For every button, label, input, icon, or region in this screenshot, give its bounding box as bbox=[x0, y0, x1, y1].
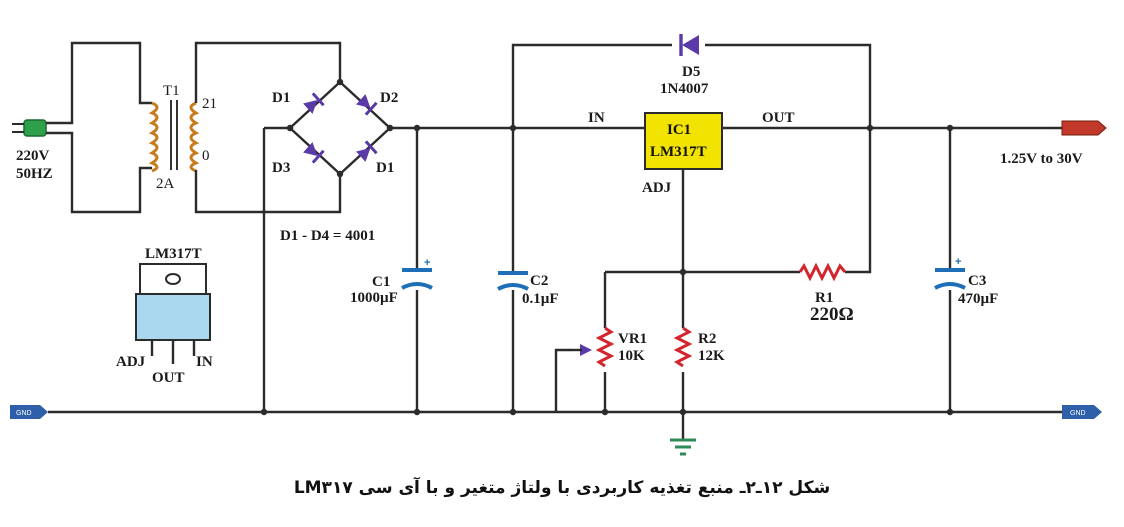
diode-d3 bbox=[303, 142, 325, 164]
d2-label: D2 bbox=[380, 90, 398, 106]
gnd-right-label: GND bbox=[1070, 410, 1086, 417]
vr1-wire bbox=[554, 272, 607, 412]
adj-wire bbox=[605, 128, 872, 274]
gnd-tag-right bbox=[1062, 405, 1102, 419]
vr1-value: 10K bbox=[618, 348, 645, 364]
diode-d5 bbox=[679, 34, 699, 56]
primary-wire bbox=[46, 41, 152, 214]
package-in-label: IN bbox=[196, 354, 213, 370]
mains-frequency: 50HZ bbox=[16, 166, 53, 182]
ic-adj-label: ADJ bbox=[642, 180, 672, 196]
c2-label: C2 bbox=[530, 273, 548, 289]
transformer-t1 bbox=[148, 100, 200, 173]
ic-out-label: OUT bbox=[762, 110, 795, 126]
bridge-rectifier bbox=[262, 80, 392, 412]
capacitor-c2 bbox=[497, 271, 529, 291]
t1-tap-mid: 0 bbox=[202, 148, 210, 164]
output-terminal-tag bbox=[1061, 120, 1107, 136]
figure-caption: شکل ۱۲ـ۲ـ منبع تغذیه کاربردی با ولتاژ مت… bbox=[293, 478, 831, 498]
d5-label: D5 bbox=[682, 64, 700, 80]
capacitor-c3: + bbox=[934, 256, 966, 290]
diode-d2 bbox=[356, 94, 378, 116]
d5-part: 1N4007 bbox=[660, 81, 709, 97]
mains-voltage: 220V bbox=[16, 148, 50, 164]
secondary-wire bbox=[194, 41, 342, 214]
ic-ref: IC1 bbox=[667, 122, 691, 138]
d1-bottom-label: D1 bbox=[376, 160, 394, 176]
package-title: LM317T bbox=[145, 246, 202, 262]
d1-top-label: D1 bbox=[272, 90, 290, 106]
t1-tap-top: 21 bbox=[202, 96, 217, 112]
r2-label: R2 bbox=[698, 331, 716, 347]
potentiometer-vr1 bbox=[572, 326, 615, 368]
capacitor-c1: + bbox=[401, 257, 433, 290]
r2-value: 12K bbox=[698, 348, 725, 364]
r1-label: R1 bbox=[815, 290, 833, 306]
output-range-label: 1.25V to 30V bbox=[1000, 151, 1083, 167]
r1-value: 220Ω bbox=[810, 304, 854, 325]
diode-note: D1 - D4 = 4001 bbox=[280, 228, 375, 244]
package-out-label: OUT bbox=[152, 370, 185, 386]
lm317-package bbox=[135, 263, 211, 364]
package-adj-label: ADJ bbox=[116, 354, 146, 370]
vr1-label: VR1 bbox=[618, 331, 647, 347]
c2-value: 0.1µF bbox=[522, 291, 559, 307]
c1-value: 1000µF bbox=[350, 290, 398, 306]
mains-plug bbox=[12, 119, 47, 137]
t1-rating: 2A bbox=[156, 176, 175, 192]
resistor-r1 bbox=[798, 262, 847, 282]
diode-d1-bottom bbox=[356, 140, 378, 162]
svg-text:+: + bbox=[424, 257, 430, 269]
d3-label: D3 bbox=[272, 160, 290, 176]
ic-part: LM317T bbox=[650, 144, 707, 160]
ground-symbol bbox=[670, 438, 696, 456]
resistor-r2 bbox=[673, 326, 693, 368]
c1-label: C1 bbox=[372, 274, 390, 290]
svg-text:+: + bbox=[955, 256, 961, 268]
c3-label: C3 bbox=[968, 273, 986, 289]
diode-d1-top bbox=[303, 92, 325, 114]
d5-bypass-wire bbox=[511, 43, 872, 128]
c3-value: 470µF bbox=[958, 291, 998, 307]
gnd-left-label: GND bbox=[16, 410, 32, 417]
t1-label: T1 bbox=[163, 83, 180, 99]
gnd-tag-left bbox=[10, 405, 48, 419]
junction-dots bbox=[260, 78, 954, 416]
ic-in-label: IN bbox=[588, 110, 605, 126]
